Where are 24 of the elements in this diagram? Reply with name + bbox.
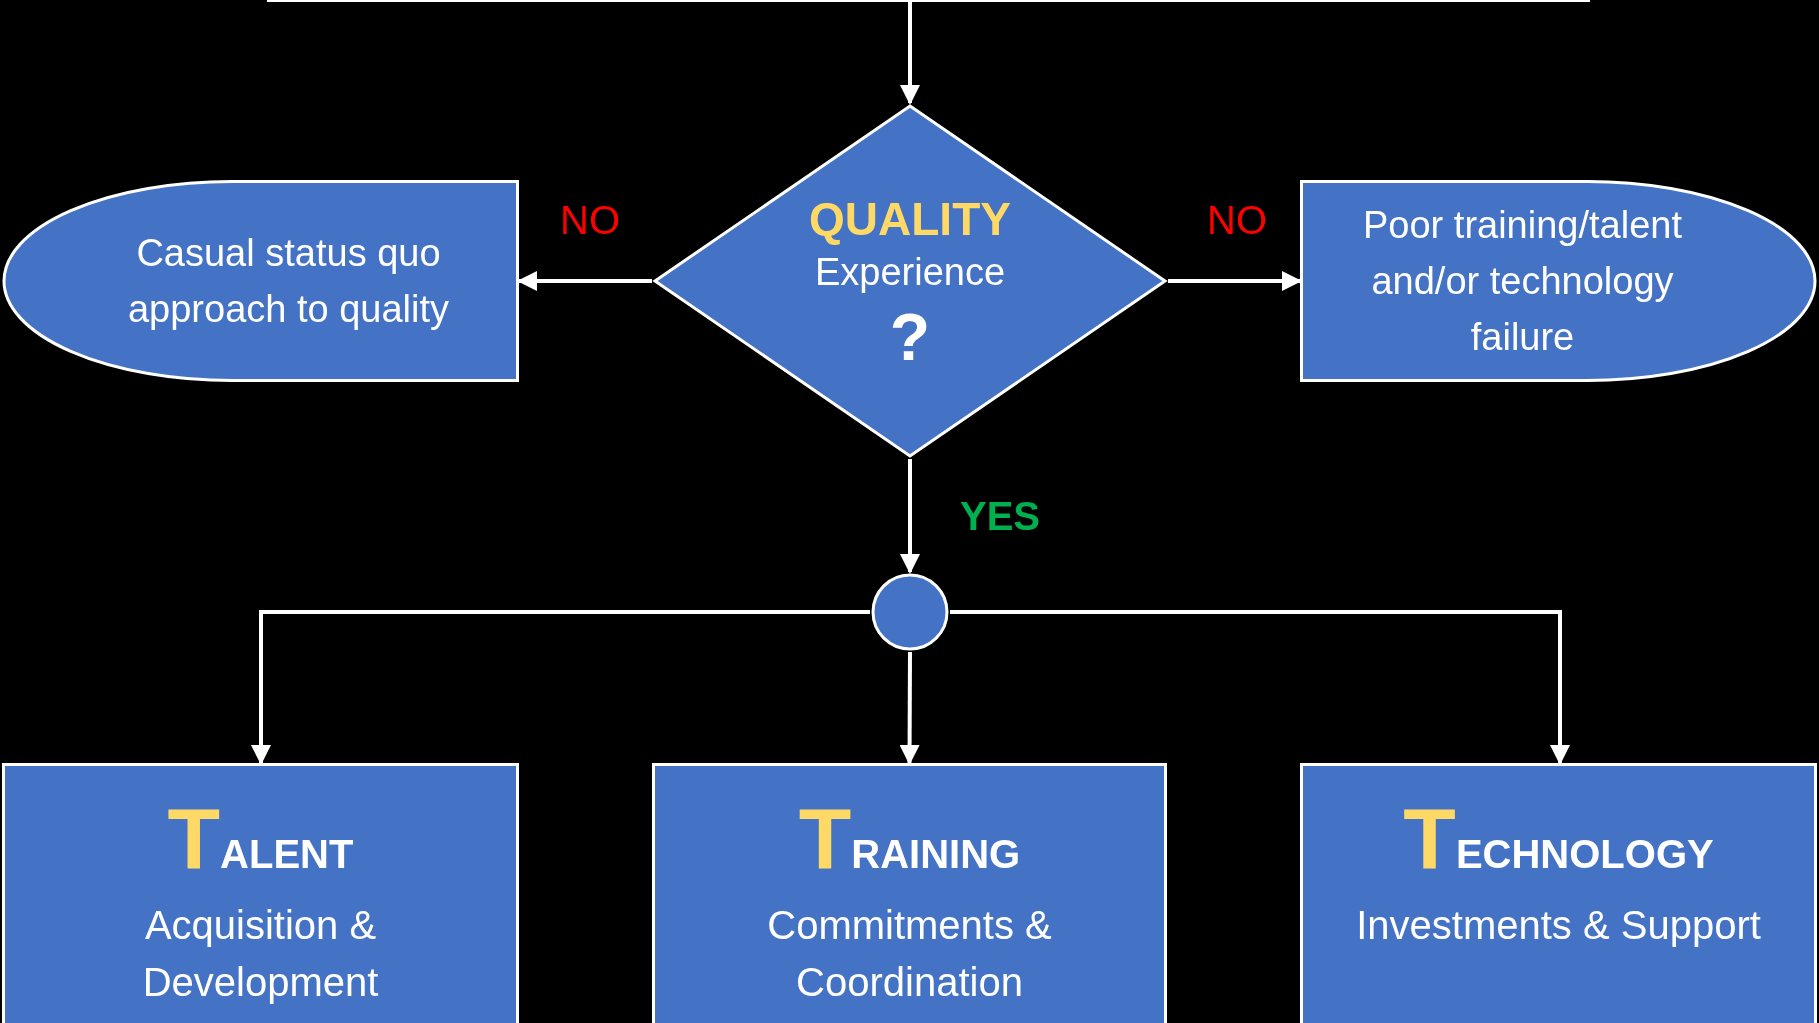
node-text: Acquisition & Development xyxy=(141,902,380,1006)
process-box xyxy=(2,763,519,1023)
arrow xyxy=(900,459,920,574)
node-text: Commitments & Coordination xyxy=(766,902,1053,1006)
arrow xyxy=(1168,271,1302,291)
process-box xyxy=(1300,763,1817,1023)
terminator-shape xyxy=(2,180,519,382)
node-heading: TECHNOLOGY xyxy=(1403,795,1714,881)
arrow xyxy=(251,610,870,765)
junction-circle xyxy=(870,572,950,652)
node-text: Investments & Support xyxy=(1355,902,1762,949)
node-text: Poor training/talent and/or technology failure xyxy=(1362,203,1683,360)
node-heading: QUALITY xyxy=(809,192,1011,248)
node-heading: TRAINING xyxy=(798,795,1021,881)
node-text: ? xyxy=(889,299,931,377)
process-box xyxy=(652,763,1167,1023)
arrow xyxy=(950,610,1570,765)
decision-diamond xyxy=(652,103,1168,459)
node-text: Experience xyxy=(814,249,1006,295)
node-text: Casual status quo approach to quality xyxy=(126,231,451,332)
arrow xyxy=(899,652,920,765)
node-heading: TALENT xyxy=(167,795,354,881)
terminator-shape xyxy=(1300,180,1817,382)
arrow xyxy=(517,271,652,291)
